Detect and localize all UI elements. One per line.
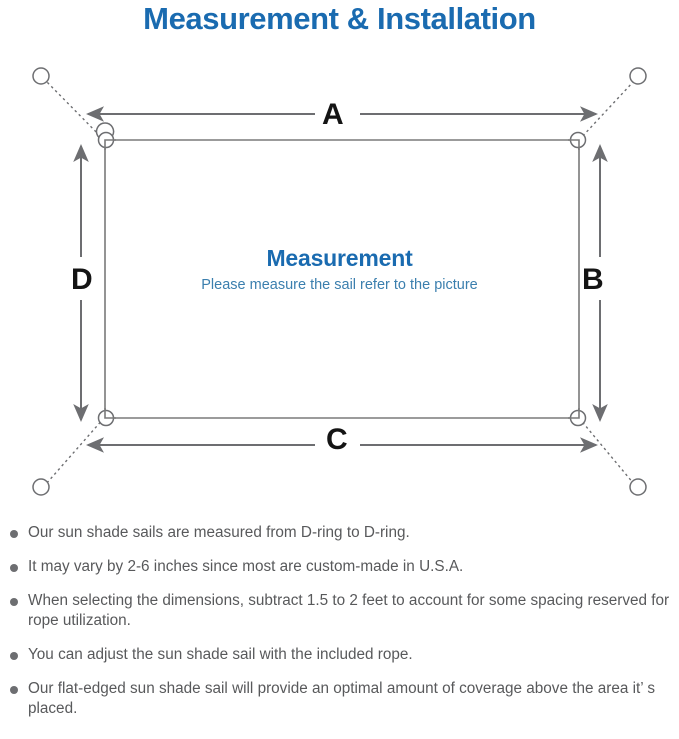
page-title: Measurement & Installation	[143, 1, 536, 36]
list-item-text: When selecting the dimensions, subtract …	[28, 592, 670, 629]
rope-line-bottom-right	[578, 417, 635, 485]
list-item: Our flat-edged sun shade sail will provi…	[0, 679, 679, 719]
sail-center-subtext: Please measure the sail refer to the pic…	[201, 277, 478, 293]
rope-line-top-left	[45, 80, 105, 141]
list-item: It may vary by 2-6 inches since most are…	[0, 557, 679, 577]
dimension-label-d: D	[71, 263, 93, 296]
dimension-label-b: B	[582, 263, 604, 296]
sail-corner-cover-tr	[568, 139, 580, 150]
list-item: Our sun shade sails are measured from D-…	[0, 523, 679, 543]
list-item-text: It may vary by 2-6 inches since most are…	[28, 558, 464, 575]
sail-center-heading: Measurement	[266, 245, 413, 271]
list-item-text: Our sun shade sails are measured from D-…	[28, 524, 410, 541]
anchor-bottom-right-icon	[629, 478, 647, 496]
dimension-label-a: A	[322, 98, 344, 131]
bullet-icon	[10, 652, 18, 660]
sail-diagram: Measurement Please measure the sail refe…	[0, 42, 679, 512]
sail-corner-cover-bl	[104, 408, 116, 419]
anchor-bottom-left-icon	[32, 478, 50, 496]
anchor-top-left-icon	[32, 67, 50, 85]
bullet-icon	[10, 686, 18, 694]
list-item-text: You can adjust the sun shade sail with t…	[28, 646, 413, 663]
sail-corner-cover-br	[568, 408, 580, 419]
sail-diagram-svg	[32, 67, 647, 496]
sail-corner-cover-tl	[104, 139, 116, 150]
list-item: When selecting the dimensions, subtract …	[0, 591, 679, 631]
bullet-icon	[10, 564, 18, 572]
sail-outline	[104, 139, 580, 419]
bullet-icon	[10, 598, 18, 606]
rope-line-top-right	[578, 80, 635, 141]
dimension-label-c: C	[326, 423, 348, 456]
bullet-icon	[10, 530, 18, 538]
rope-line-bottom-left	[45, 417, 105, 485]
list-item: You can adjust the sun shade sail with t…	[0, 645, 679, 665]
anchor-top-right-icon	[629, 67, 647, 85]
notes-list: Our sun shade sails are measured from D-…	[0, 523, 679, 733]
list-item-text: Our flat-edged sun shade sail will provi…	[28, 680, 655, 717]
